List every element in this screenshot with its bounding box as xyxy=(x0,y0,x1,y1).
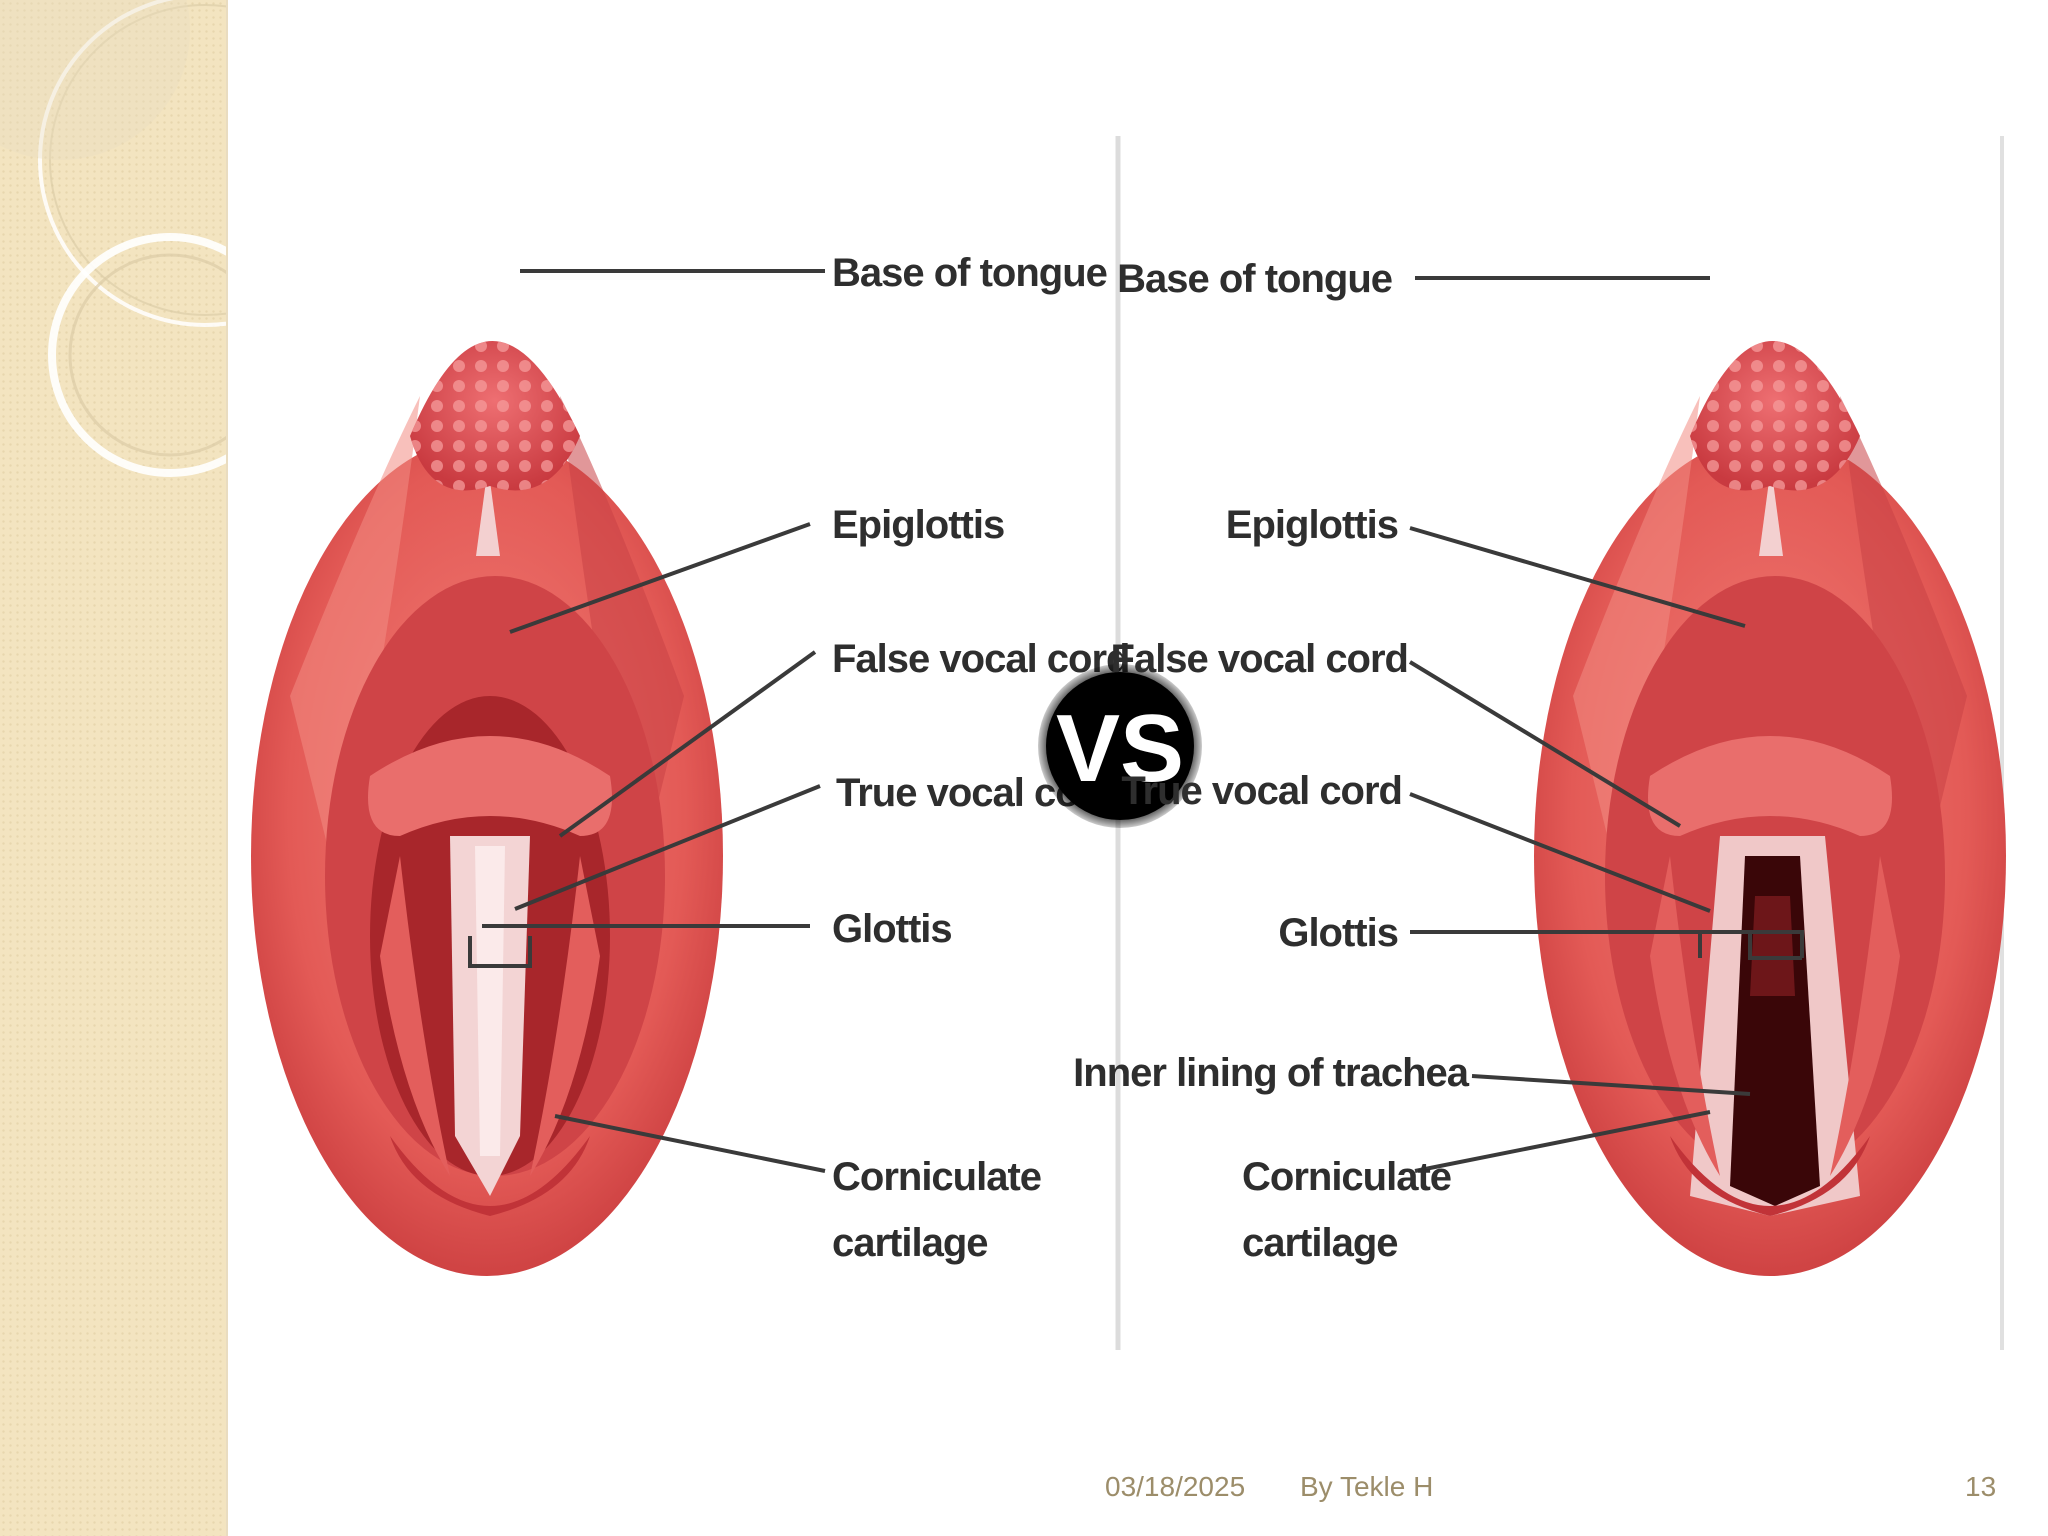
right-leader-lines xyxy=(1408,276,1804,1173)
left-label-glottis: Glottis xyxy=(832,907,952,951)
vs-badge: VS xyxy=(1038,664,1202,828)
footer-author: By Tekle H xyxy=(1300,1471,1434,1502)
vs-text: VS xyxy=(1056,695,1184,802)
left-leader-lines xyxy=(468,269,826,1173)
right-larynx-illustration xyxy=(1534,341,2006,1276)
decorative-rings xyxy=(0,0,226,477)
decorative-side-band xyxy=(0,0,226,1536)
left-label-base-of-tongue: Base of tongue xyxy=(832,251,1107,295)
right-label-true-vocal-cord: True vocal cord xyxy=(1121,769,1402,813)
band-edge xyxy=(226,0,228,1536)
right-label-base-of-tongue: Base of tongue xyxy=(1117,257,1392,301)
right-label-corniculate: Corniculate xyxy=(1242,1155,1451,1199)
left-label-false-vocal-cord: False vocal cord xyxy=(832,637,1129,681)
right-label-epiglottis: Epiglottis xyxy=(1226,503,1398,547)
left-larynx-illustration xyxy=(251,341,723,1276)
right-label-cartilage: cartilage xyxy=(1242,1221,1398,1265)
left-label-corniculate: Corniculate xyxy=(832,1155,1041,1199)
right-label-glottis: Glottis xyxy=(1278,911,1398,955)
right-label-inner-lining-of-trachea: Inner lining of trachea xyxy=(1073,1051,1470,1095)
right-label-false-vocal-cord: False vocal cord xyxy=(1111,637,1408,681)
footer-date: 03/18/2025 xyxy=(1105,1471,1246,1502)
larynx-comparison-figure: Base of tongue Epiglottis False vocal co… xyxy=(250,136,2010,1350)
footer-page-number: 13 xyxy=(1965,1471,1997,1502)
left-label-epiglottis: Epiglottis xyxy=(832,503,1004,547)
left-label-cartilage: cartilage xyxy=(832,1221,988,1265)
